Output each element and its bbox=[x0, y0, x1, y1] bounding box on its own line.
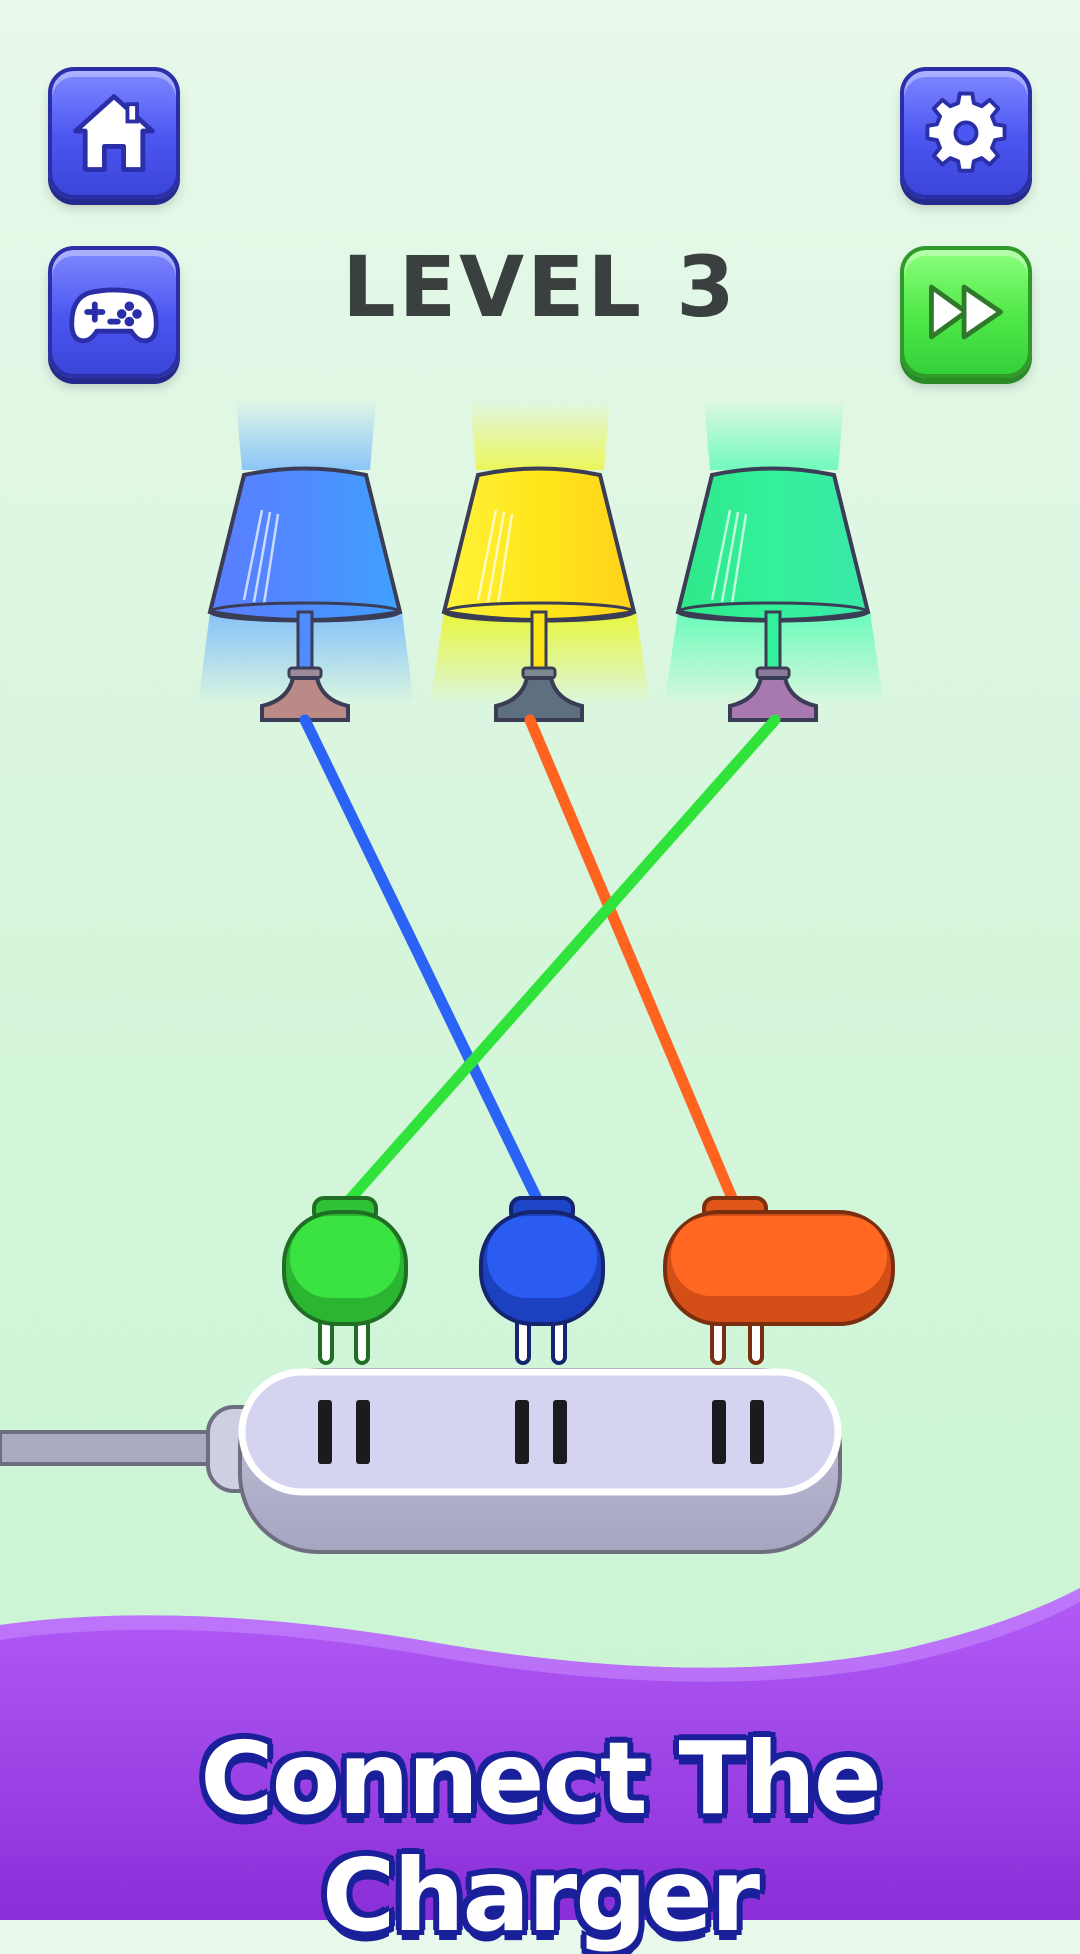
plug-orange[interactable] bbox=[663, 1196, 895, 1365]
lamp-green-shade bbox=[675, 466, 871, 622]
lamp-yellow-stem bbox=[530, 610, 548, 672]
lamp-blue-stem bbox=[296, 610, 314, 672]
gamepad-icon bbox=[69, 287, 159, 344]
fast-forward-icon bbox=[929, 284, 1003, 340]
lamp-green-base bbox=[728, 676, 818, 722]
power-strip bbox=[0, 1368, 842, 1554]
games-button[interactable] bbox=[48, 246, 180, 378]
power-strip-top bbox=[238, 1368, 842, 1496]
level-title: LEVEL 3 bbox=[342, 238, 738, 336]
plug-blue[interactable] bbox=[479, 1196, 605, 1365]
lamp-yellow-shade bbox=[441, 466, 637, 622]
gear-icon bbox=[925, 91, 1007, 173]
settings-button[interactable] bbox=[900, 67, 1032, 199]
lamp-yellow-glow-up bbox=[470, 400, 610, 470]
home-icon bbox=[73, 94, 155, 172]
lamp-yellow-base bbox=[494, 676, 584, 722]
lamp-blue-shade bbox=[207, 466, 403, 622]
wire-green[interactable] bbox=[339, 714, 781, 1211]
skip-level-button[interactable] bbox=[900, 246, 1032, 378]
lamp-blue bbox=[198, 400, 414, 722]
lamp-yellow bbox=[430, 400, 650, 722]
plug-green[interactable] bbox=[282, 1196, 408, 1365]
socket-2[interactable] bbox=[515, 1400, 567, 1464]
socket-3[interactable] bbox=[712, 1400, 764, 1464]
wire-blue[interactable] bbox=[299, 714, 546, 1211]
socket-1[interactable] bbox=[318, 1400, 370, 1464]
wire-orange[interactable] bbox=[524, 714, 741, 1211]
lamp-green-glow-up bbox=[704, 400, 844, 470]
lamp-green bbox=[664, 400, 884, 722]
lamp-blue-base bbox=[260, 676, 350, 722]
lamp-blue-glow-up bbox=[236, 400, 376, 470]
banner-title: Connect The Charger bbox=[200, 1720, 881, 1954]
lamp-green-stem bbox=[764, 610, 782, 672]
power-cord bbox=[0, 1430, 227, 1466]
home-button[interactable] bbox=[48, 67, 180, 199]
